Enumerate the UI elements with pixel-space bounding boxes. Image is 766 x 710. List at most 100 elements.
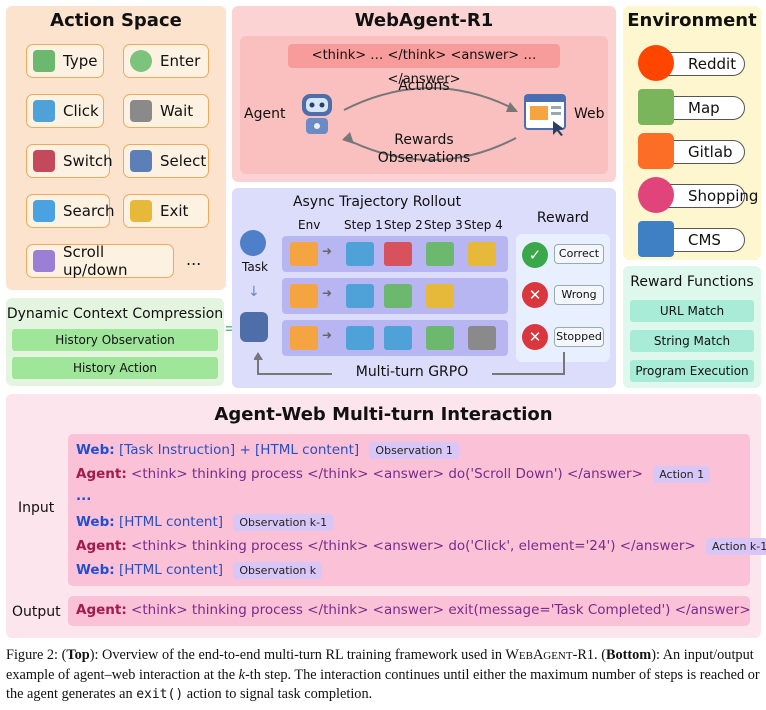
click-step-icon: [346, 284, 374, 308]
tabs-icon: [33, 150, 55, 172]
caption-fig: Figure 2: (: [6, 647, 67, 663]
reward-functions-title: Reward Functions: [630, 274, 754, 290]
reward-correct: Correct: [554, 244, 604, 264]
input-line-2: Agent: <think> thinking process </think>…: [76, 466, 711, 483]
env-shopping-label: Shopping: [688, 187, 759, 205]
search-step-icon: [384, 242, 412, 266]
click-step-icon: [346, 326, 374, 350]
action-ellipsis: ...: [186, 250, 202, 269]
webagent-panel: WebAgent-R1 <think> … </think> <answer> …: [232, 6, 616, 182]
observations-label: Observations: [377, 150, 471, 166]
wait-step-icon: [468, 326, 496, 350]
message: [HTML content]: [118, 562, 224, 578]
action-switch-label: Switch: [63, 152, 113, 170]
arrow-icon: ➜: [322, 286, 333, 300]
shopping-cart-icon: [638, 177, 674, 213]
env-screenshot-icon: [290, 242, 318, 266]
exit-step-icon: [468, 242, 496, 266]
input-label: Input: [18, 500, 55, 516]
cursor-icon: [33, 100, 55, 122]
gitlab-icon: [638, 133, 674, 169]
input-line-6: Web: [HTML content] Observation k: [76, 562, 323, 579]
environment-panel: Environment Reddit Map Gitlab Shopping C…: [623, 6, 761, 260]
input-line-1: Web: [Task Instruction] + [HTML content]…: [76, 442, 459, 459]
speaker: Agent:: [76, 466, 127, 482]
ellipsis: ...: [76, 488, 92, 504]
message: <think> thinking process </think> <answe…: [131, 538, 696, 554]
action-tag: Action 1: [653, 466, 711, 483]
action-exit-label: Exit: [160, 202, 189, 220]
reward-wrong: Wrong: [554, 285, 604, 305]
actions-label: Actions: [398, 78, 450, 94]
check-icon: ✓: [522, 242, 548, 268]
observation-tag: Observation k: [233, 562, 323, 579]
caption-part1b: A: [532, 647, 544, 663]
caption-part3: -th step. The interaction continues unti…: [6, 667, 760, 702]
reward-box: ✓ Correct ✕ Wrong ✕ Stopped: [516, 234, 610, 362]
env-map-label: Map: [688, 99, 720, 117]
action-click-label: Click: [63, 102, 99, 120]
action-type-label: Type: [63, 52, 98, 70]
env-reddit: Reddit: [638, 45, 745, 81]
action-switch: Switch: [26, 144, 113, 178]
output-line: Agent: <think> thinking process </think>…: [76, 602, 751, 618]
action-search-label: Search: [63, 202, 115, 220]
action-space-title: Action Space: [50, 10, 182, 31]
action-tag: Action k-1: [705, 538, 766, 555]
trajectory-row-1: ➜: [282, 236, 508, 272]
action-select-label: Select: [160, 152, 207, 170]
action-scroll: Scroll up/down: [26, 243, 174, 279]
message: [HTML content]: [118, 514, 224, 530]
enter-icon: [130, 50, 152, 72]
trajectory-row-3: ➜: [282, 320, 508, 356]
caption-smallcaps2: GENT: [543, 650, 573, 662]
list-icon: [130, 150, 152, 172]
reddit-icon: [638, 45, 674, 81]
env-shopping: Shopping: [638, 177, 758, 213]
input-line-5: Agent: <think> thinking process </think>…: [76, 538, 766, 555]
agent-label: Agent: [244, 106, 286, 122]
observation-tag: Observation k-1: [233, 514, 334, 531]
async-rollout-panel: Async Trajectory Rollout Task ↓ Env Step…: [232, 188, 616, 388]
click-step-icon: [384, 326, 412, 350]
caption-smallcaps: EB: [518, 650, 533, 662]
scroll-icon: [33, 250, 55, 272]
dynamic-context-panel: Dynamic Context Compression History Obse…: [6, 298, 224, 386]
caption-part1: ): Overview of the end-to-end multi-turn…: [89, 647, 519, 663]
trajectory-row-2: ➜: [282, 278, 508, 314]
environment-title: Environment: [627, 10, 757, 31]
input-line-3: ...: [76, 488, 91, 504]
robot-icon: [296, 88, 338, 136]
type-step-icon: [384, 284, 412, 308]
header-step3: Step 3: [424, 218, 463, 232]
clock-icon: [130, 100, 152, 122]
reward-string-match: String Match: [630, 330, 754, 352]
cross-icon: ✕: [522, 282, 548, 308]
interaction-panel: Agent-Web Multi-turn Interaction Input O…: [6, 394, 766, 638]
keyboard-icon: [33, 50, 55, 72]
cms-icon: [638, 221, 674, 257]
action-click: Click: [26, 94, 104, 128]
speaker: Web:: [76, 442, 115, 458]
action-select: Select: [123, 144, 209, 178]
env-screenshot-icon: [290, 326, 318, 350]
header-step2: Step 2: [384, 218, 423, 232]
header-step4: Step 4: [464, 218, 503, 232]
webagent-title: WebAgent-R1: [354, 10, 494, 31]
env-screenshot-icon: [290, 284, 318, 308]
reward-stopped: Stopped: [554, 327, 604, 347]
interaction-title: Agent-Web Multi-turn Interaction: [214, 404, 553, 425]
input-box: Web: [Task Instruction] + [HTML content]…: [68, 434, 766, 586]
output-box: Agent: <think> thinking process </think>…: [68, 596, 751, 626]
action-scroll-label: Scroll up/down: [63, 243, 128, 279]
reward-url-match: URL Match: [630, 300, 754, 322]
click-step-icon: [346, 242, 374, 266]
speaker: Web:: [76, 514, 115, 530]
action-wait: Wait: [123, 94, 209, 128]
action-space-panel: Action Space Type Enter Click Wait Switc…: [6, 6, 226, 290]
think-answer-bar: <think> … </think> <answer> … </answer>: [288, 44, 560, 87]
observation-tag: Observation 1: [369, 442, 459, 459]
caption-part2: ): An input/output example of agent–web …: [6, 647, 754, 683]
down-arrow-icon: ↓: [248, 284, 260, 300]
caption-top: Top: [66, 647, 90, 663]
